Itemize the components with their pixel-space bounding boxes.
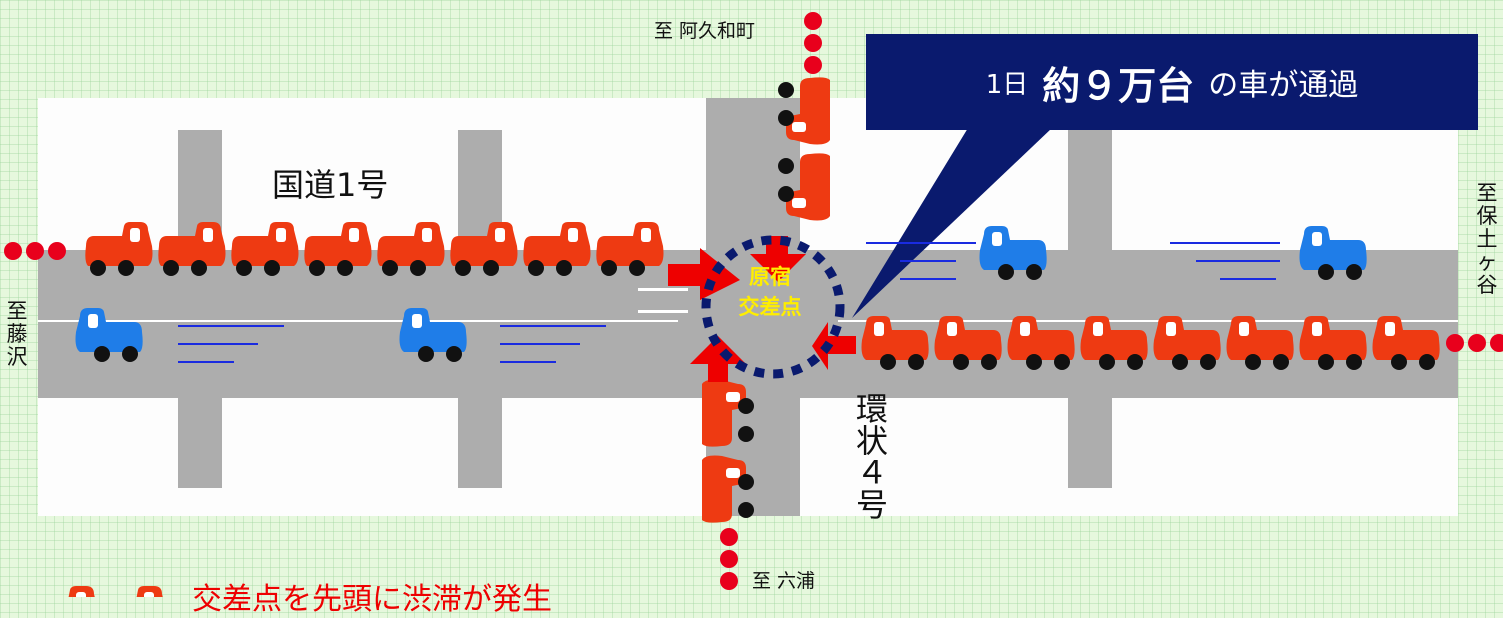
west-char: 至 <box>6 299 28 323</box>
legend-cars <box>31 586 167 597</box>
intersection-overlay <box>668 235 856 382</box>
east-dots <box>1446 334 1503 352</box>
west-direction-label: 至 藤 沢 <box>6 300 28 369</box>
west-char: 藤 <box>6 322 28 346</box>
side-road <box>1068 130 1112 255</box>
ring4-label-text: 環状４号 <box>851 392 889 520</box>
speed-line <box>178 343 258 345</box>
callout-emphasis: 約９万台 <box>1042 63 1195 108</box>
lane-marking <box>638 310 688 313</box>
east-char: 谷 <box>1476 273 1498 297</box>
intersection-label: 原宿 交差点 <box>712 262 828 322</box>
speed-line <box>500 325 606 327</box>
callout-pointer <box>852 128 1052 318</box>
speed-line <box>1170 242 1280 244</box>
east-char: 保 <box>1476 204 1498 228</box>
north-dots <box>804 12 822 74</box>
traffic-volume-callout: 1日 約９万台 の車が通過 <box>866 34 1478 130</box>
callout-suffix: の車が通過 <box>1208 68 1359 103</box>
east-char: ヶ <box>1476 250 1498 274</box>
east-char: 至 <box>1476 181 1498 205</box>
west-dots <box>4 242 66 260</box>
arrow-south <box>750 236 806 282</box>
side-road <box>178 393 222 488</box>
west-char: 沢 <box>6 345 28 369</box>
south-direction-label: 至 六浦 <box>752 570 816 592</box>
side-road <box>458 393 502 488</box>
speed-line <box>178 325 284 327</box>
lane-marking <box>638 288 688 291</box>
arrow-north <box>690 336 746 382</box>
callout-prefix: 1日 <box>985 69 1029 100</box>
speed-line <box>900 260 956 262</box>
intersection-label-line2: 交差点 <box>738 295 802 319</box>
lane-marking <box>838 320 1458 322</box>
speed-line <box>1220 278 1276 280</box>
speed-line <box>500 361 556 363</box>
speed-line <box>500 343 580 345</box>
lane-marking <box>38 320 678 322</box>
map-panel <box>38 98 1458 516</box>
speed-line <box>900 278 956 280</box>
speed-line <box>866 242 976 244</box>
side-road <box>1068 393 1112 488</box>
speed-line <box>178 361 234 363</box>
ring4-label: 環状４号 <box>851 392 889 527</box>
route1-label: 国道1号 <box>272 166 389 204</box>
arrow-east <box>668 248 740 300</box>
east-direction-label: 至 保 土 ヶ 谷 <box>1476 182 1498 297</box>
intersection-circle <box>701 235 845 379</box>
south-dots <box>720 528 738 590</box>
north-direction-label: 至 阿久和町 <box>654 20 756 42</box>
speed-line <box>1196 260 1280 262</box>
east-char: 土 <box>1476 227 1498 251</box>
intersection-label-line1: 原宿 <box>749 265 791 289</box>
arrow-west <box>812 322 856 370</box>
congestion-caption: 交差点を先頭に渋滞が発生 <box>192 582 552 617</box>
